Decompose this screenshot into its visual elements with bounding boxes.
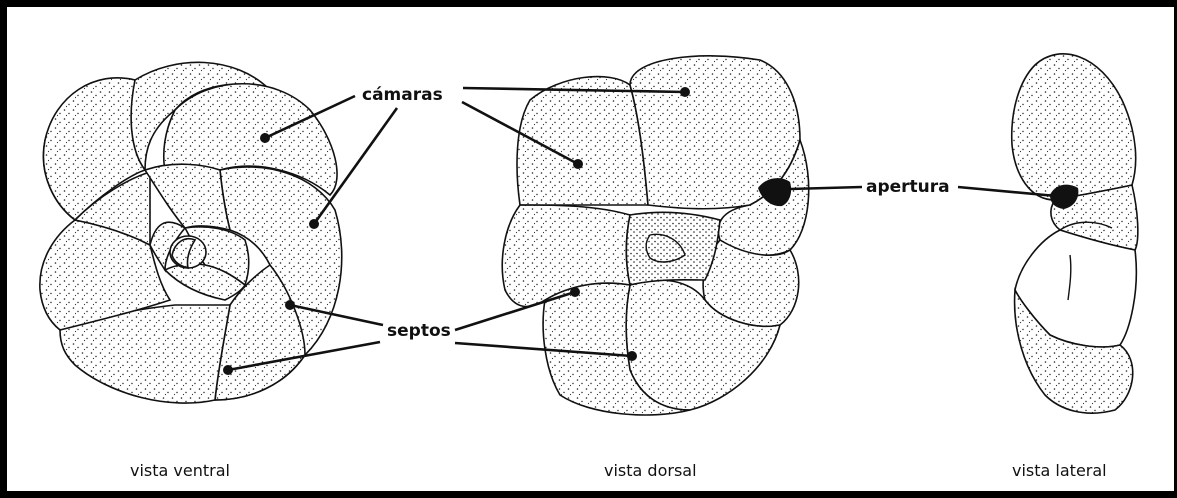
ventral-view: [40, 62, 342, 403]
label-septos: septos: [387, 321, 451, 341]
caption-dorsal: vista dorsal: [604, 461, 697, 480]
dorsal-view: [502, 56, 808, 415]
caption-ventral: vista ventral: [130, 461, 230, 480]
lateral-view: [1012, 54, 1138, 413]
label-camaras: cámaras: [362, 85, 443, 105]
caption-lateral: vista lateral: [1012, 461, 1107, 480]
lateral-chamber-top: [1012, 54, 1136, 200]
ventral-chamber-9: [145, 164, 230, 230]
dorsal-umbilicus: [626, 212, 720, 285]
label-apertura: apertura: [866, 177, 950, 197]
